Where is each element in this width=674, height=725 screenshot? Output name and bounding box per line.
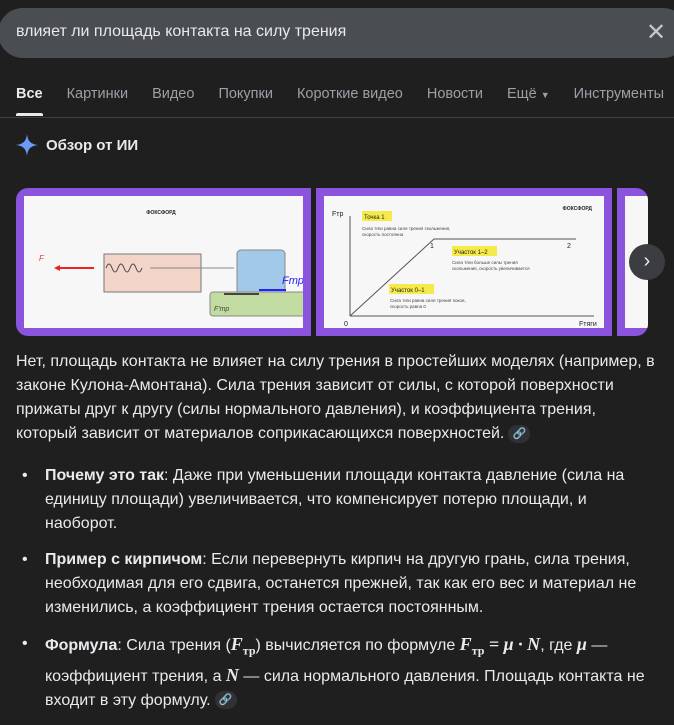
segment12-title: Участок 1–2 xyxy=(454,250,488,256)
bullet-text: : Даже при уменьшении площади контакта д… xyxy=(45,467,625,532)
answer-intro-text: Нет, площадь контакта не влияет на силу … xyxy=(16,353,655,442)
point-2-label: 2 xyxy=(567,243,571,250)
friction-diagram-image: ФОКСФОРД F Fтр F'тр xyxy=(39,210,308,317)
tab-more-label: Ещё xyxy=(507,86,537,102)
formula-subscript: тр xyxy=(242,643,256,658)
formula: Fтр = μ · N xyxy=(459,634,541,658)
tab-short-video[interactable]: Короткие видео xyxy=(296,86,403,102)
formula-subscript: тр xyxy=(471,643,485,658)
point1-text: скорость постоянна xyxy=(362,232,404,237)
bullet-text: : Сила трения ( xyxy=(117,637,231,654)
point1-text: Сила тяги равна силе трения скольжения, xyxy=(362,226,450,231)
formula-n: N xyxy=(225,664,239,685)
search-tabs: Все Картинки Видео Покупки Короткие виде… xyxy=(16,86,664,116)
bullet-title: Почему это так xyxy=(45,467,165,484)
image-card-friction-graph[interactable]: ФОКСФОРД Fтр Fтяги 0 1 2 Точка 1 Сила тя… xyxy=(316,188,612,336)
search-bar[interactable]: влияет ли площадь контакта на силу трени… xyxy=(0,8,674,58)
list-item: Пример с кирпичом: Если перевернуть кирп… xyxy=(16,548,656,620)
friction-graph-image: ФОКСФОРД Fтр Fтяги 0 1 2 Точка 1 Сила тя… xyxy=(332,206,597,328)
segment12-text: скольжения, скорость увеличивается xyxy=(452,266,530,271)
y-axis-label: Fтр xyxy=(332,211,343,218)
list-item: Почему это так: Даже при уменьшении площ… xyxy=(16,464,656,536)
close-icon[interactable]: ✕ xyxy=(646,19,667,46)
x-axis-label: Fтяги xyxy=(579,321,597,328)
tab-all[interactable]: Все xyxy=(16,86,43,116)
bullet-text: ) вычисляется по формуле xyxy=(255,637,460,654)
point-1-label: 1 xyxy=(430,243,434,250)
formula-mu: μ xyxy=(576,634,587,654)
brand-logo: ФОКСФОРД xyxy=(146,210,176,216)
image-card-friction-diagram[interactable]: ФОКСФОРД F Fтр F'тр xyxy=(16,188,311,336)
tab-news[interactable]: Новости xyxy=(426,86,484,102)
ai-answer: Нет, площадь контакта не влияет на силу … xyxy=(16,350,656,725)
formula-rhs: = μ · N xyxy=(484,634,541,654)
image-carousel: ФОКСФОРД F Fтр F'тр ФОКСФОРД Fтр Fтяги 0… xyxy=(16,188,674,336)
bullet-title: Пример с кирпичом xyxy=(45,551,203,568)
tab-more[interactable]: Ещё ▼ xyxy=(507,86,550,116)
bullet-text: , где xyxy=(540,637,577,654)
carousel-next-button[interactable]: › xyxy=(629,244,665,280)
divider xyxy=(0,117,674,118)
bullet-text: — коэффициент трения, а xyxy=(45,637,608,685)
origin-label: 0 xyxy=(344,321,348,328)
bullet-title: Формула xyxy=(45,637,118,654)
segment01-text: Сила тяги равна силе трения покоя, xyxy=(390,298,466,303)
caret-down-icon: ▼ xyxy=(540,90,550,100)
search-input[interactable]: влияет ли площадь контакта на силу трени… xyxy=(16,23,347,40)
point1-title: Точка 1 xyxy=(364,215,385,221)
segment01-title: Участок 0–1 xyxy=(391,288,425,294)
sparkle-icon xyxy=(16,134,38,156)
tab-images[interactable]: Картинки xyxy=(66,86,129,102)
reaction-force-label: F'тр xyxy=(214,306,229,313)
formula-ftr: Fтр xyxy=(230,634,256,658)
tab-shopping[interactable]: Покупки xyxy=(218,86,273,102)
bullet-text: — сила нормального давления. Площадь кон… xyxy=(45,667,645,709)
segment01-text: скорость равна 0 xyxy=(390,304,426,309)
brand-logo: ФОКСФОРД xyxy=(563,206,593,212)
ai-overview-header: Обзор от ИИ xyxy=(16,134,138,156)
tab-video[interactable]: Видео xyxy=(152,86,195,102)
answer-intro: Нет, площадь контакта не влияет на силу … xyxy=(16,350,656,446)
formula-symbol: F xyxy=(459,634,472,654)
tab-tools[interactable]: Инструменты xyxy=(573,86,665,102)
list-item: Формула: Сила трения (Fтр) вычисляется п… xyxy=(16,632,656,713)
link-icon[interactable]: 🔗 xyxy=(508,424,531,443)
ai-overview-title: Обзор от ИИ xyxy=(46,136,139,154)
force-label: F xyxy=(39,254,45,263)
segment12-text: Сила тяги больше силы трения xyxy=(452,260,518,265)
answer-bullets: Почему это так: Даже при уменьшении площ… xyxy=(16,464,656,713)
link-icon[interactable]: 🔗 xyxy=(214,691,237,710)
formula-symbol: F xyxy=(230,634,243,654)
chevron-right-icon: › xyxy=(643,250,651,272)
bullet-text: : Если перевернуть кирпич на другую гран… xyxy=(45,551,637,616)
friction-force-label: Fтр xyxy=(282,275,303,287)
